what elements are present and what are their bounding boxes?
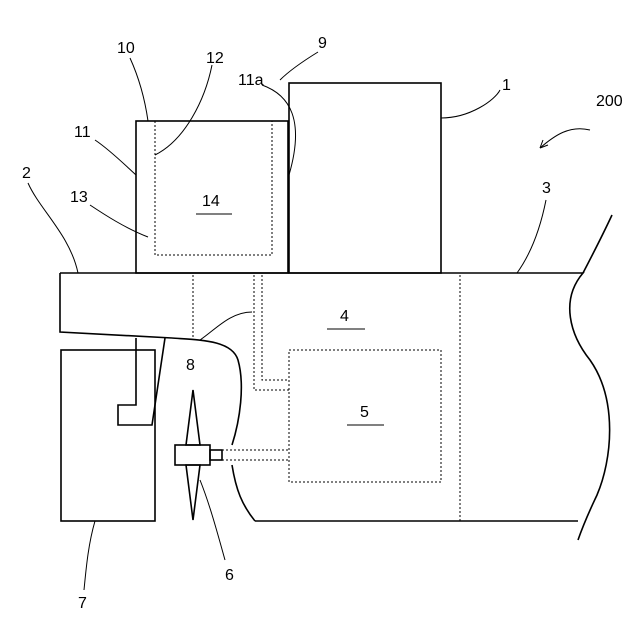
ref-label-6: 6: [225, 567, 234, 584]
ref-label-11a: 11a: [238, 72, 264, 89]
dotted-shaft: [222, 450, 289, 460]
ref-label-10: 10: [117, 40, 135, 57]
hull-right-edge-upper: [583, 215, 612, 273]
dotted-conduit-8: [254, 275, 289, 390]
lead-10: [130, 58, 148, 121]
ref-label-4: 4: [340, 308, 349, 325]
component-7-rudder: [61, 350, 155, 521]
lead-1: [441, 90, 500, 118]
propeller-hub: [175, 445, 210, 465]
lead-7: [84, 521, 95, 590]
ref-label-2: 2: [22, 165, 31, 182]
lead-11: [95, 140, 136, 175]
component-1-cabin: [289, 83, 441, 273]
stern-lower: [232, 465, 255, 521]
ref-label-200: 200: [596, 93, 623, 110]
propeller-blade-lower: [186, 465, 200, 520]
lead-9: [280, 52, 318, 80]
ref-label-11: 11: [74, 124, 91, 141]
ref-label-7: 7: [78, 595, 87, 612]
ref-label-3: 3: [542, 180, 551, 197]
stern-post: [172, 338, 241, 445]
propeller-shaft-coupling: [210, 450, 222, 460]
stern-fin: [118, 338, 165, 425]
ref-label-9: 9: [318, 35, 327, 52]
lead-13: [90, 205, 148, 237]
lead-6: [200, 480, 225, 560]
ref-label-1: 1: [502, 77, 511, 94]
ref-label-14: 14: [202, 193, 220, 210]
lead-12: [155, 65, 212, 155]
hull-outline: [60, 273, 610, 540]
ref-label-5: 5: [360, 404, 369, 421]
deck-left-overhang: [60, 273, 172, 338]
propeller-blade-upper: [186, 390, 200, 445]
lead-11a: [262, 85, 296, 175]
ref-label-8: 8: [186, 357, 195, 374]
ref-label-12: 12: [206, 50, 224, 67]
lead-3: [517, 200, 546, 273]
inner-region-13: [155, 121, 272, 255]
lead-8: [200, 312, 252, 340]
ref-label-13: 13: [70, 189, 88, 206]
